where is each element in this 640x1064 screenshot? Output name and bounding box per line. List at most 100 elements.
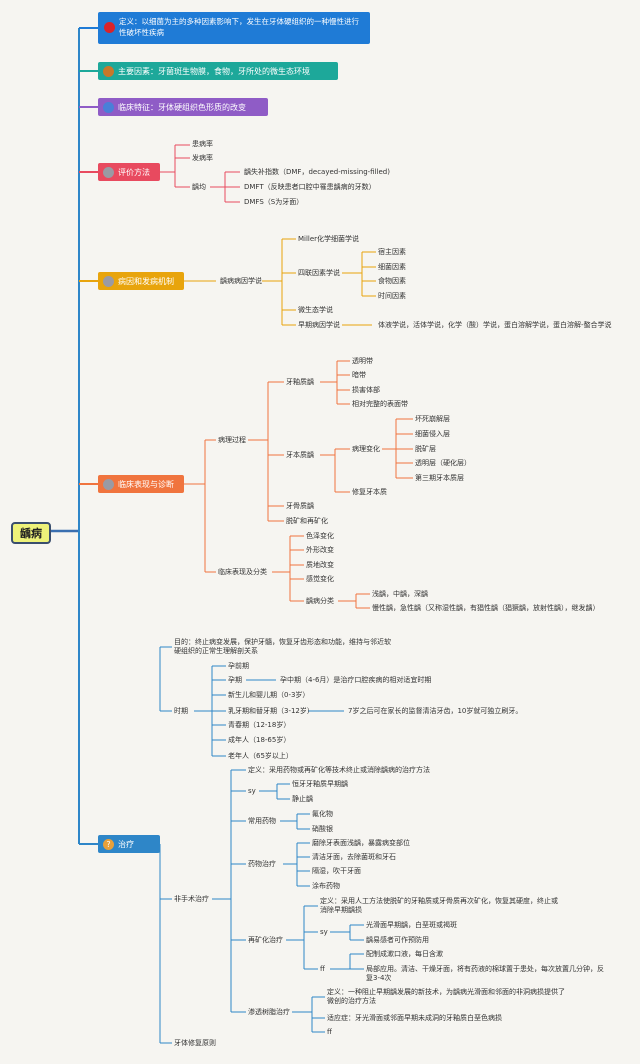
question-icon: ?	[103, 838, 114, 850]
early-theory-detail: 体液学说，活体学说，化学（酸）学说，蛋白溶解学说，蛋白溶解-螯合学说	[378, 321, 612, 329]
sealant-definition: 定义：一种阻止早期龋发展的新技术，为龋病光滑面和邻面的非洞病损提供了微创的治疗方…	[327, 988, 565, 1005]
miller-theory: Miller化学细菌学说	[298, 235, 360, 243]
pregnancy-note: 孕中期（4-6月）是治疗口腔疾病的相对适宜时期	[280, 676, 432, 684]
evaluation-node[interactable]: 评价方法	[98, 163, 160, 181]
gray-dot-icon	[103, 166, 114, 178]
factor-item: 时间因素	[378, 292, 406, 300]
remin-sy-label: sy	[320, 928, 328, 936]
reparative-dentin: 修复牙本质	[352, 488, 387, 496]
enamel-zone: 相对完整的表面带	[352, 400, 408, 408]
gray-dot-icon	[103, 478, 114, 490]
caries-class: 浅龋，中龋，深龋	[372, 590, 428, 598]
factor-item: 宿主因素	[378, 248, 406, 256]
remin-ff-item: 配制成漱口液，每日含漱	[366, 950, 443, 958]
dentin-layer: 细菌侵入层	[415, 430, 450, 438]
indication-item: 静止龋	[292, 795, 313, 803]
period-item: 老年人（65岁以上）	[228, 752, 293, 760]
enamel-caries: 牙釉质龋	[286, 378, 314, 386]
clinical-item: 外形改变	[306, 546, 334, 554]
remin-definition: 定义：采用人工方法使脱矿的牙釉质或牙骨质再次矿化，恢复其硬度，终止或消除早期龋损	[320, 897, 558, 914]
sealant-ff-label: ff	[327, 1028, 332, 1036]
etiology-theory: 龋病病因学说	[220, 277, 262, 285]
eval-item: 龋均	[192, 183, 206, 191]
period-item: 成年人（18-65岁）	[228, 736, 291, 744]
drug-therapy: 药物治疗	[248, 860, 276, 868]
drug-step: 涂布药物	[312, 882, 340, 890]
period-item: 青春期（12-18岁）	[228, 721, 291, 729]
pathology-process: 病理过程	[218, 436, 246, 444]
clinical-item: 感觉变化	[306, 575, 334, 583]
definition-node[interactable]: 定义：以细菌为主的多种因素影响下，发生在牙体硬组织的一种慢性进行性破坏性疾病	[98, 12, 370, 44]
eval-item: 患病率	[192, 140, 213, 148]
remin-ff-item: 局部应用。清洁、干燥牙面，将有药液的棉球置于患处，每次放置几分钟，反复3-4次	[366, 965, 604, 982]
caries-index: DMFT（反映患者口腔中罹患龋病的牙数）	[244, 183, 376, 191]
caries-class: 慢性龋，急性龋（又称湿性龋，有猖性龋（猖獗龋，放射性龋），继发龋）	[372, 604, 600, 612]
drug-step: 隔湿，吹干牙面	[312, 867, 361, 875]
clinical-feature-text: 临床特征：牙体硬组织色形质的改变	[118, 102, 246, 112]
remin-sy-item: 龋易感者可作预防用	[366, 936, 429, 944]
etiology-label: 病因和发病机制	[118, 276, 174, 286]
treatment-node[interactable]: ? 治疗	[98, 835, 160, 853]
microecology-theory: 微生态学说	[298, 306, 333, 314]
factors-node[interactable]: 主要因素：牙菌斑生物膜，食物，牙所处的微生态环境	[98, 62, 338, 80]
period-item: 新生儿和婴儿期（0-3岁）	[228, 691, 310, 699]
nonsurgical-definition: 定义：采用药物或再矿化等技术终止或消除龋病的治疗方法	[248, 766, 430, 774]
cementum-caries: 牙骨质龋	[286, 502, 314, 510]
factors-text: 主要因素：牙菌斑生物膜，食物，牙所处的微生态环境	[118, 66, 310, 76]
dentin-layer: 脱矿层	[415, 445, 436, 453]
enamel-zone: 损害体部	[352, 386, 380, 394]
enamel-zone: 暗带	[352, 371, 366, 379]
child-note: 7岁之后可在家长的监督清洁牙齿，10岁就可独立刷牙。	[348, 707, 523, 715]
remin-ff-label: ff	[320, 965, 325, 973]
factor-item: 食物因素	[378, 277, 406, 285]
early-theory: 早期病因学说	[298, 321, 340, 329]
demin-remin: 脱矿和再矿化	[286, 517, 328, 525]
period-item: 乳牙期和替牙期（3-12岁）	[228, 707, 314, 715]
indication-label: sy	[248, 787, 256, 795]
clinical-item: 质地改变	[306, 561, 334, 569]
root-node[interactable]: 龋病	[11, 522, 51, 544]
clinical-classification: 临床表现及分类	[218, 568, 267, 576]
remin-sy-item: 光滑面早期龋，白垩斑或褐斑	[366, 921, 457, 929]
clinical-feature-node[interactable]: 临床特征：牙体硬组织色形质的改变	[98, 98, 268, 116]
restoration-principle: 牙体修复原则	[174, 1039, 216, 1047]
treatment-purpose: 目的：终止病变发展，保护牙髓，恢复牙齿形态和功能，维持与邻近软硬组织的正常生理解…	[174, 638, 391, 655]
red-dot-icon	[104, 22, 115, 33]
sealant-therapy: 渗透树脂治疗	[248, 1008, 290, 1016]
dentin-layer: 第三期牙本质层	[415, 474, 464, 482]
indication-item: 恒牙牙釉质早期龋	[292, 780, 348, 788]
orange-dot-icon	[103, 65, 114, 77]
diagnosis-node[interactable]: 临床表现与诊断	[98, 475, 184, 493]
gray-dot-icon	[103, 275, 114, 287]
dentin-caries: 牙本质龋	[286, 451, 314, 459]
etiology-node[interactable]: 病因和发病机制	[98, 272, 184, 290]
dentin-layer: 透明层（硬化层）	[415, 459, 471, 467]
drug-item: 硝酸银	[312, 825, 333, 833]
blue-dot-icon	[103, 101, 114, 113]
treatment-timing: 时期	[174, 707, 188, 715]
definition-text: 定义：以细菌为主的多种因素影响下，发生在牙体硬组织的一种慢性进行性破坏性疾病	[119, 17, 359, 37]
diagnosis-label: 临床表现与诊断	[118, 479, 174, 489]
four-factor-theory: 四联因素学说	[298, 269, 340, 277]
eval-item: 发病率	[192, 154, 213, 162]
enamel-zone: 透明带	[352, 357, 373, 365]
clinical-item: 色泽变化	[306, 532, 334, 540]
period-item: 孕前期	[228, 662, 249, 670]
common-drugs: 常用药物	[248, 817, 276, 825]
caries-index: 龋失补指数（DMF，decayed-missing-filled)	[244, 168, 390, 176]
period-item: 孕期	[228, 676, 242, 684]
drug-item: 氟化物	[312, 810, 333, 818]
remin-therapy: 再矿化治疗	[248, 936, 283, 944]
drug-step: 磨除牙表面浅龋，暴露病变部位	[312, 839, 410, 847]
evaluation-label: 评价方法	[118, 167, 150, 177]
factor-item: 细菌因素	[378, 263, 406, 271]
dentin-layer: 坏死崩解层	[415, 415, 450, 423]
pathology-change: 病理变化	[352, 445, 380, 453]
nonsurgical-treatment: 非手术治疗	[174, 895, 209, 903]
drug-step: 清洁牙面，去除菌斑和牙石	[312, 853, 396, 861]
sealant-indication: 适应症：牙光滑面或邻面早期未成洞的牙釉质白垩色病损	[327, 1014, 502, 1022]
treatment-label: 治疗	[118, 839, 134, 849]
clinical-item: 龋病分类	[306, 597, 334, 605]
caries-index: DMFS（S为牙面）	[244, 198, 304, 206]
